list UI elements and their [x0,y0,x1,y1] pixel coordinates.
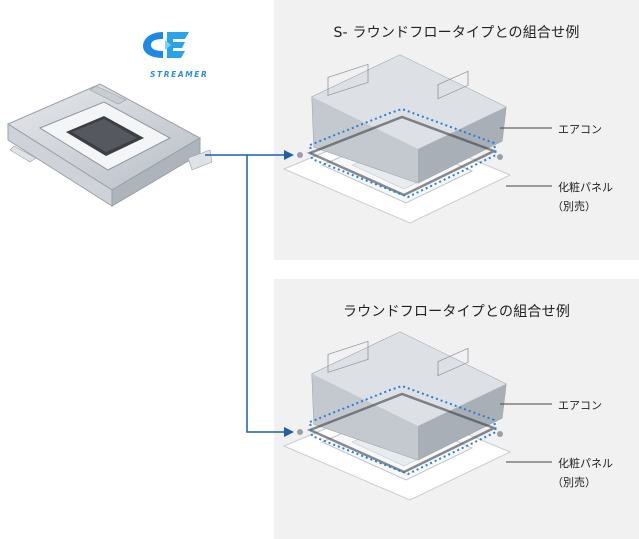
label-sold-separately: （別売） [552,476,596,489]
panel-title: ラウンドフロータイプとの組合せ例 [342,304,571,320]
label-decorative-panel: 化粧パネル [558,457,613,470]
unit-with-panel-illustration-1 [282,54,512,224]
logo-wordmark: STREAMER [150,70,209,79]
label-aircon: エアコン [558,399,602,412]
air-conditioner-unit-illustration [6,83,213,207]
arrow-head-top [284,150,294,160]
label-aircon: エアコン [558,123,602,136]
arrow-head-bottom [284,427,294,437]
label-decorative-panel: 化粧パネル [558,181,613,194]
panel-title: S- ラウンドフロータイプとの組合せ例 [333,25,580,41]
streamer-logo-icon [143,32,189,58]
label-sold-separately: （別売） [552,200,596,213]
unit-with-panel-illustration-2 [282,331,512,501]
